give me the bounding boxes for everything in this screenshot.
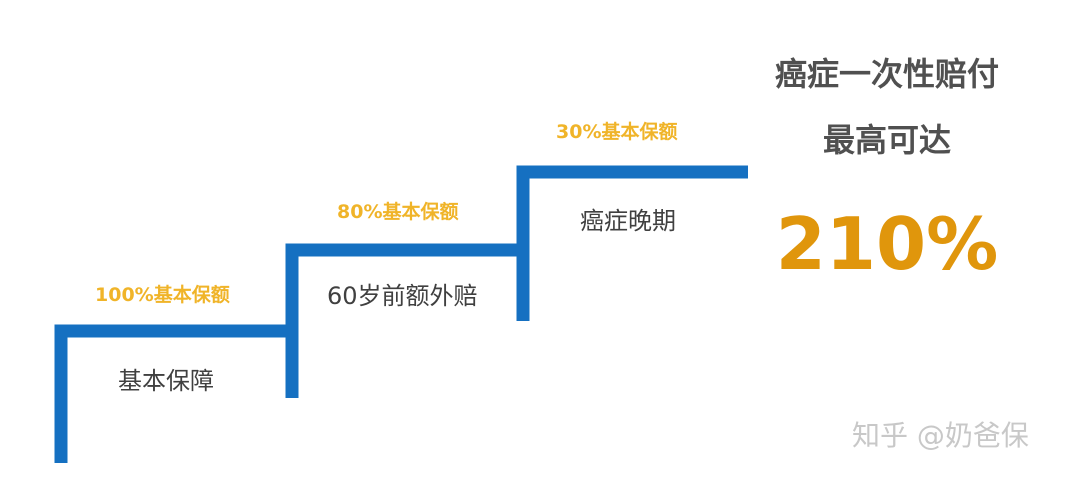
step-1-description: 基本保障 [118,367,214,395]
staircase-line [54,165,748,463]
summary-headline-line1: 癌症一次性赔付 [774,55,999,93]
step-3-description: 癌症晚期 [580,207,676,235]
summary-headline-line2: 最高可达 [822,121,951,159]
step-1-percent: 100%基本保额 [95,284,230,306]
watermark: 知乎 @奶爸保 [852,419,1029,452]
step-2-percent: 80%基本保额 [337,201,459,223]
summary-total-percent: 210% [775,202,999,286]
step-3-percent: 30%基本保额 [556,121,678,143]
step-2-description: 60岁前额外赔 [327,282,478,310]
